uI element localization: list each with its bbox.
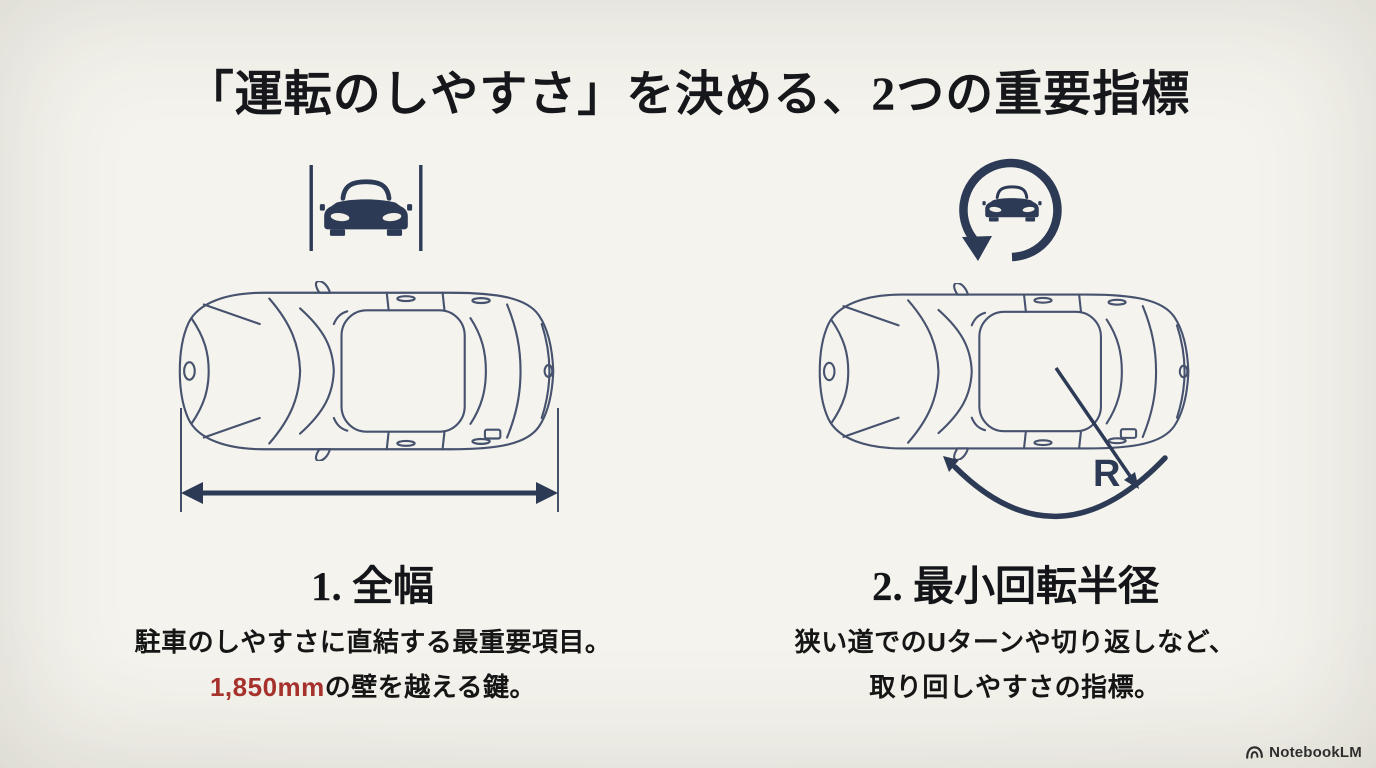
width-highlight-value: 1,850mm [209, 672, 325, 702]
turning-arc-arrow-head [943, 456, 959, 472]
notebooklm-logo-icon [1246, 746, 1264, 759]
car-front-icon [320, 182, 412, 236]
page-title: 「運転のしやすさ」を決める、2つの重要指標 [185, 68, 1191, 121]
desc-turning-line1: 狭い道でのUターンや切り返しなど、 [794, 627, 1236, 657]
footer-watermark: NotebookLM [1245, 744, 1362, 761]
radius-label: R [1093, 453, 1120, 495]
heading-turning: 2. 最小回転半径 [872, 563, 1159, 609]
width-bar-left [309, 165, 313, 251]
turning-arc [952, 455, 1168, 520]
arrow-head-right [536, 482, 558, 504]
desc-width-line1: 駐車のしやすさに直結する最重要項目。 [134, 627, 612, 657]
car-front-icon [982, 185, 1042, 223]
car-width-icon [309, 165, 423, 251]
width-measurement [180, 408, 559, 512]
desc-width: 駐車のしやすさに直結する最重要項目。 1,850mmの壁を越える鍵。 [133, 620, 613, 710]
desc-turning: 狭い道でのUターンや切り返しなど、 取り回しやすさの指標。 [775, 620, 1255, 710]
desc-width-line2: の壁を越える鍵。 [324, 672, 537, 702]
notebooklm-label: NotebookLM [1269, 744, 1362, 761]
radius-line [1054, 367, 1132, 477]
arrow-head-left [181, 482, 203, 504]
width-bar-right [419, 165, 423, 251]
car-rotation-icon [959, 158, 1062, 262]
desc-turning-line2: 取り回しやすさの指標。 [869, 672, 1161, 702]
rotation-arc [959, 158, 1062, 262]
rotation-arrow-head [962, 236, 992, 261]
heading-width: 1. 全幅 [311, 563, 434, 609]
turning-radius-graphic: R [943, 367, 1168, 520]
